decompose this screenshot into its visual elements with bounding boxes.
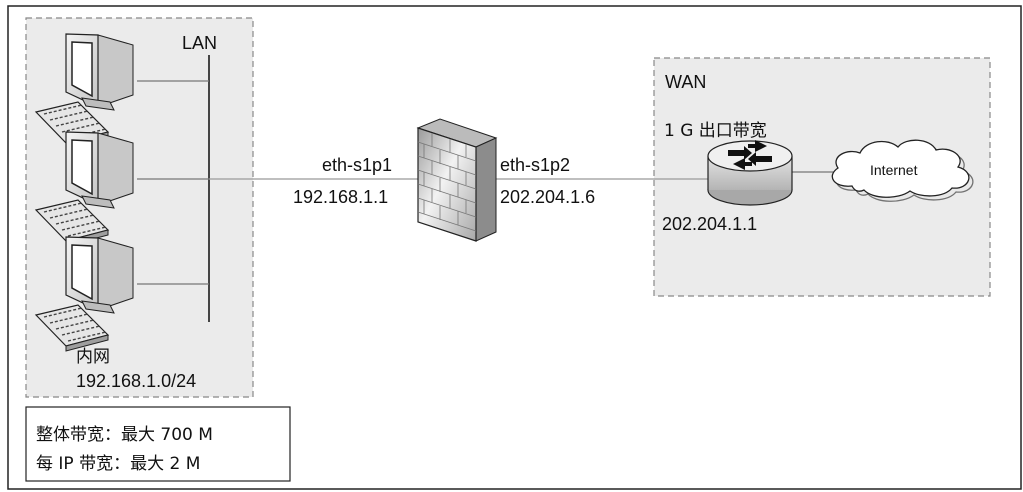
firewall-lan-port: eth-s1p1 — [322, 155, 392, 175]
lan-name: 内网 — [76, 347, 110, 367]
internet-label: Internet — [870, 162, 918, 178]
firewall-wan-port: eth-s1p2 — [500, 155, 570, 175]
router-ip: 202.204.1.1 — [662, 214, 757, 234]
firewall-wan-ip: 202.204.1.6 — [500, 187, 595, 207]
firewall-icon — [416, 118, 498, 242]
firewall-lan-ip: 192.168.1.1 — [293, 187, 388, 207]
outer-frame — [7, 5, 1022, 490]
wan-bandwidth-label: 1 G 出口带宽 — [664, 121, 767, 141]
wan-label: WAN — [665, 72, 706, 92]
per-ip-bandwidth-limit: 每 IP 带宽：最大 2 M — [36, 454, 200, 474]
total-bandwidth-limit: 整体带宽：最大 700 M — [36, 425, 213, 445]
lan-label: LAN — [182, 33, 217, 53]
router-icon — [707, 140, 793, 206]
lan-subnet: 192.168.1.0/24 — [76, 371, 196, 391]
internet-cloud-icon — [831, 139, 974, 202]
bandwidth-limits-box — [25, 406, 291, 482]
